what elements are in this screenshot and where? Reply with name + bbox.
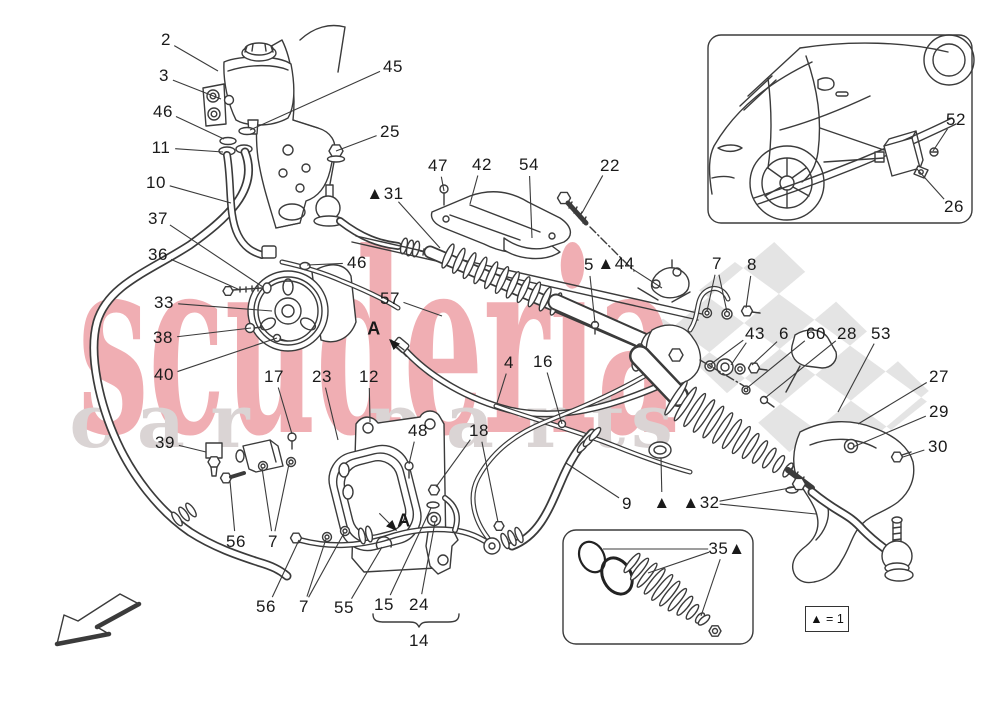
group-brace (372, 613, 460, 628)
direction-arrow (54, 593, 142, 647)
car-location-inset (707, 34, 975, 224)
section-markers (378, 339, 408, 531)
rack-bellows-large (629, 345, 914, 582)
steering-control-module (819, 127, 939, 179)
steering-rack-housing (351, 235, 703, 356)
watermark: scuderia carparts (69, 197, 934, 491)
boot-kit-inset (562, 529, 754, 645)
legend-box: ▲ = 1 (805, 606, 849, 632)
car-side-view (708, 34, 975, 221)
rack-mount-bracket (430, 184, 635, 272)
power-steering-pump (222, 245, 401, 352)
boot-bellows (623, 552, 706, 624)
legend-text: ▲ = 1 (810, 612, 844, 626)
leader-lines (169, 45, 948, 617)
hydraulic-pipes (390, 336, 693, 551)
cooler-and-fittings (205, 410, 505, 575)
svg-text:a: a (137, 379, 185, 465)
reservoir-hoses (89, 147, 292, 581)
steering-diagram-art (54, 24, 975, 647)
svg-text:a: a (446, 379, 494, 465)
